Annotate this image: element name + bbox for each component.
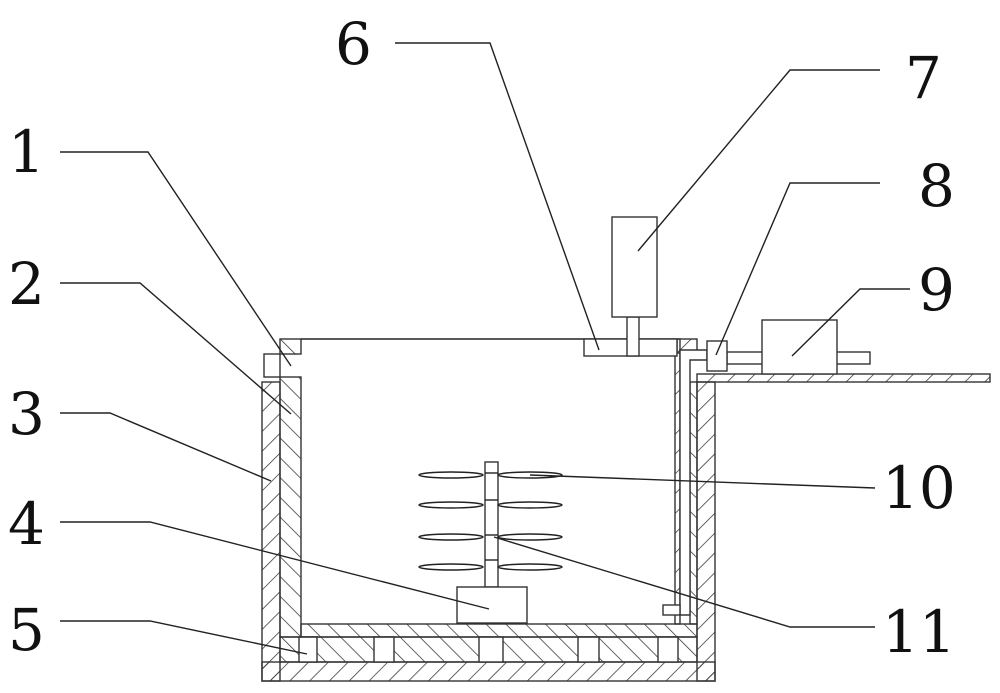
base-hole — [479, 637, 503, 662]
lid-block-left — [280, 339, 301, 354]
label-10: 10 — [882, 454, 956, 522]
base-hole — [578, 637, 599, 662]
pump-box — [762, 320, 837, 374]
bottom-motor — [457, 587, 527, 623]
label-1: 1 — [8, 118, 45, 186]
label-11: 11 — [882, 598, 956, 666]
motor-shaft — [627, 317, 639, 356]
valve — [707, 341, 727, 371]
base-hole — [374, 637, 394, 662]
label-5: 5 — [8, 596, 45, 664]
base-layer — [280, 637, 697, 662]
stirrer — [419, 462, 562, 623]
base-hole — [299, 637, 317, 662]
label-3: 3 — [8, 380, 45, 448]
inlet-tube — [264, 354, 280, 377]
label-6: 6 — [335, 10, 372, 78]
label-2: 2 — [8, 250, 45, 318]
label-8: 8 — [918, 152, 955, 220]
label-7: 7 — [905, 44, 942, 112]
shelf — [697, 374, 990, 382]
label-9: 9 — [918, 256, 955, 324]
top-motor — [612, 217, 657, 317]
label-4: 4 — [8, 490, 45, 558]
base-hole — [658, 637, 678, 662]
